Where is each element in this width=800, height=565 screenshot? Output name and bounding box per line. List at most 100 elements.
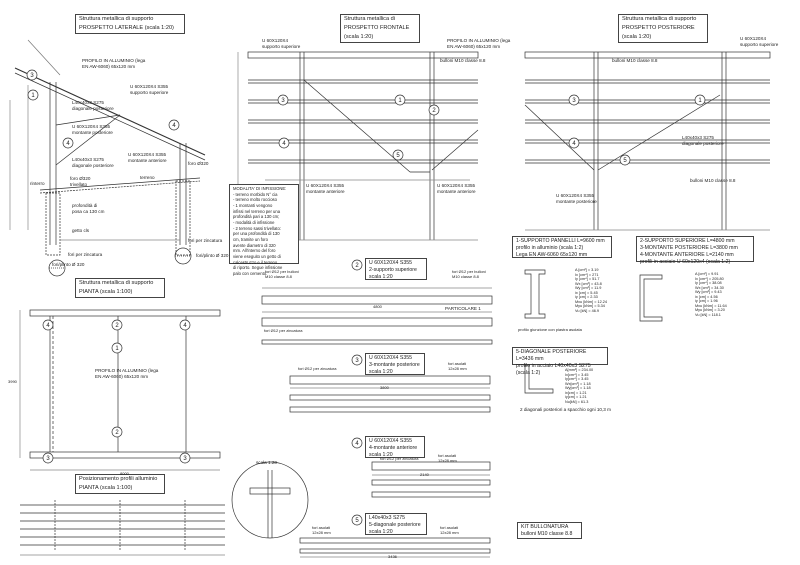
part2-len: 4800 [373, 304, 382, 309]
label-side-profondita: profondità di posa ca 130 cm [72, 203, 105, 214]
part2-fori-r: fori Ø12 per bulloni M10 classe 8.8 [452, 269, 486, 279]
part4-geometry [371, 461, 491, 498]
callout-number: 1 [398, 98, 402, 104]
spec2-box: 2-SUPPORTO SUPERIORE L=4800 mm 3-MONTANT… [636, 236, 754, 265]
label-side-fori-plinto: fori/plinto Ø 320 [52, 262, 85, 267]
subtitle-side: PROSPETTO LATERALE (scala 1:20) [75, 24, 185, 34]
label-front-bulloni: bulloni M10 classe 8.8 [440, 58, 486, 63]
callout-circle [27, 89, 39, 101]
callout-number: 4 [66, 141, 70, 147]
label-front-profilo: PROFILO IN ALLUMINIO (lega EN AW-6060) 6… [447, 38, 511, 49]
label-side-terreno: terreno [140, 175, 155, 180]
part4-len: 2140 [420, 472, 429, 477]
label-front-mont-r: U 60X120X4 S355 montante anteriore [437, 183, 476, 194]
detail-circle-geometry [231, 461, 309, 539]
callout-number: 4 [172, 123, 176, 129]
part4-fori-zinc: fori Ø12 per zincatura [380, 456, 419, 461]
callout-circle [42, 452, 54, 464]
callout-circle [111, 319, 123, 331]
label-side-diag: L40x40x3 S275 diagonale posteriore [72, 100, 114, 111]
callout-circle [619, 154, 631, 166]
callout-number: 5 [355, 518, 359, 524]
part5-len: 3436 [388, 554, 397, 559]
detail-scale: scala 1:20 [256, 460, 277, 465]
section-profiles-geometry [524, 269, 663, 394]
callout-number: 5 [396, 153, 400, 159]
callout-circle [351, 437, 363, 449]
label-side-foro: foro Ø320 trivellato [70, 176, 91, 187]
kit-box: KIT BULLONATURA bulloni M10 classe 8.8 [517, 522, 582, 539]
callout-number: 2 [115, 430, 119, 436]
label-rear-bulloni: bulloni M10 classe 8.8 [612, 58, 658, 63]
spec1-box: 1-SUPPORTO PANNELLI L=9600 mm profilo in… [512, 236, 612, 258]
notes-box: MODALITA' DI INFISSIONE: - terreno morbi… [229, 184, 299, 276]
callout-number: 5 [623, 158, 627, 164]
callout-number: 2 [115, 323, 119, 329]
callout-number: 4 [183, 323, 187, 329]
label-front-mont-l: U 60X120X4 S355 montante anteriore [306, 183, 345, 194]
label-rear-diag: L40x40x3 S275 diagonale posteriore [682, 135, 724, 146]
callout-circle [428, 104, 440, 116]
label-front-sup: U 60X120X4 supporto superiore [262, 38, 301, 49]
part2-geometry [261, 287, 493, 345]
part4-title: U 60X120X4 S355 4-montante anteriore sca… [365, 436, 425, 458]
part5-title: L40x40x3 S275 5-diagonale posteriore sca… [365, 513, 427, 535]
rear-view-geometry [524, 51, 771, 231]
callout-number: 2 [355, 263, 359, 269]
callout-circle [179, 452, 191, 464]
callout-number: 4 [355, 441, 359, 447]
subtitle-front: PROSPETTO FRONTALE (scala 1:20) [340, 24, 420, 43]
spec1-caption: profilo giunzione con piastra asolata [518, 327, 582, 332]
callout-number: 3 [183, 456, 187, 462]
label-side-rinterro: rinterro [30, 181, 45, 186]
plan-depth: 3990 [8, 379, 17, 384]
part3-geometry [289, 375, 491, 413]
spec3-box: 5-DIAGONALE POSTERIORE L=3436 mm profilo… [512, 347, 608, 376]
callout-circle [111, 342, 123, 354]
callout-circle [277, 94, 289, 106]
callout-circle [568, 137, 580, 149]
label-side-fori-zinc2: fori per zincatura [188, 238, 223, 243]
callout-circle [694, 94, 706, 106]
callout-number: 4 [572, 141, 576, 147]
label-side-mont-post: U 60X120X4 S355 montante posteriore [72, 124, 113, 135]
side-view-geometry [9, 39, 206, 277]
subtitle-alu: PIANTA (scala 1:100) [75, 484, 165, 494]
part5-asola-l: fori asolati 12x28 mm [312, 525, 331, 535]
callout-circle [168, 119, 180, 131]
callout-circle [42, 319, 54, 331]
part5-geometry [299, 537, 491, 558]
callout-circle [351, 259, 363, 271]
callout-circle [351, 354, 363, 366]
spec1-props: A [cm²] = 3.19 Ix [cm⁴] = 271 Iy [cm⁴] =… [575, 268, 607, 313]
callout-circle [278, 137, 290, 149]
part4-asola: fori asolati 12x28 mm [438, 453, 457, 463]
callout-circle [394, 94, 406, 106]
label-side-diag2: L40x40x3 S275 diagonale posteriore [72, 157, 114, 168]
callout-circle [26, 69, 38, 81]
callout-circle [62, 137, 74, 149]
part3-len: 3800 [380, 385, 389, 390]
label-side-fori-plinto2: fori/plinto Ø 320 [196, 253, 229, 258]
part2-title: U 60X120X4 S355 2-supporto superiore sca… [365, 258, 427, 280]
spec3-caption: 2 diagonali posteriori a spacchio ogni 1… [520, 407, 611, 412]
callout-circle [179, 319, 191, 331]
label-side-mont-ant: U 60X120X4 S355 montante anteriore [128, 152, 167, 163]
callout-circle [392, 149, 404, 161]
callout-circle [568, 94, 580, 106]
callout-number: 2 [432, 108, 436, 114]
part5-asola-r: fori asolati 12x28 mm [440, 525, 459, 535]
spec2-props: A [cm²] = 9.91 Ix [cm⁴] = 205.80 Iy [cm⁴… [695, 272, 727, 317]
callout-number: 4 [46, 323, 50, 329]
callout-number: 3 [355, 358, 359, 364]
callout-number: 1 [31, 93, 35, 99]
callout-number: 3 [30, 73, 34, 79]
label-side-fori-zinc: fori per zincatura [68, 252, 103, 257]
label-rear-sup: U 60X120X4 supporto superiore [740, 36, 779, 47]
part3-asola: fori asolati 12x28 mm [448, 361, 467, 371]
subtitle-rear: PROSPETTO POSTERIORE (scala 1:20) [618, 24, 708, 43]
label-rear-bulloni2: bulloni M10 classe 8.8 [690, 178, 736, 183]
subtitle-plan: PIANTA (scala 1:100) [75, 288, 165, 298]
